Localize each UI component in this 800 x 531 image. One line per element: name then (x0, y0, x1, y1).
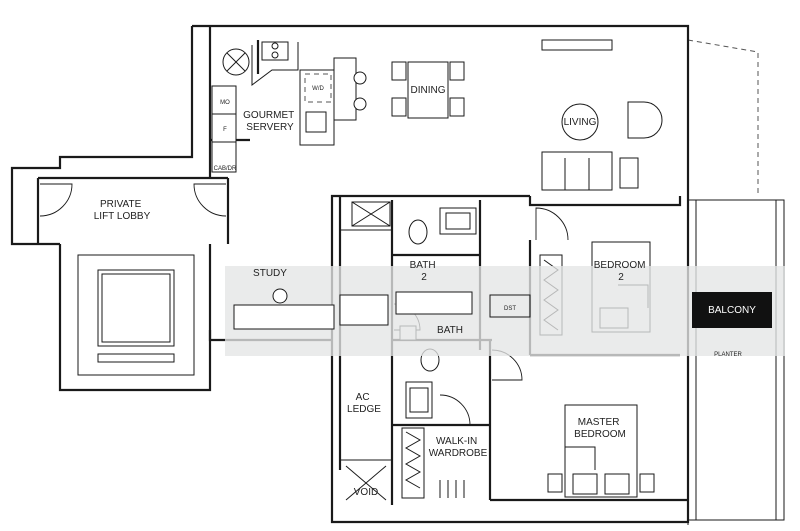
dining-chair (391, 97, 407, 117)
sofa (541, 151, 613, 191)
balcony-dashed-outline (687, 39, 759, 195)
dining-chair (449, 97, 465, 117)
bedside-table (547, 473, 563, 493)
bedside-table (639, 473, 655, 493)
dining-label: DINING (411, 85, 446, 96)
bar-stool (353, 71, 367, 85)
wardrobe-rail (401, 427, 425, 499)
private-lift-lobby-label: PRIVATE LIFT LOBBY (94, 199, 151, 222)
mo-label: MO (220, 100, 230, 106)
washer-dryer-box (304, 73, 332, 103)
bath-label: BATH (437, 325, 463, 336)
bedroom-2-label: BEDROOM 2 (594, 260, 648, 283)
coffee-table (561, 103, 599, 141)
dst-box (489, 294, 531, 318)
kitchen-sink-icon (261, 41, 289, 61)
cabinet-label: CAB/DR (214, 166, 237, 172)
dining-chair (449, 61, 465, 81)
living-furniture (541, 39, 663, 191)
living-label: LIVING (564, 117, 597, 128)
void-label: VOID (354, 487, 378, 498)
bar-counter (333, 57, 357, 121)
balcony-frame (687, 199, 785, 521)
walk-in-wardrobe-label: WALK-IN WARDROBE (429, 436, 488, 459)
study-desk (233, 304, 335, 330)
side-table (619, 157, 639, 189)
cabinet-box (211, 141, 237, 173)
room-labels: PRIVATE LIFT LOBBY GOURMET SERVERY DININ… (94, 85, 756, 498)
ac-ledge-fixtures (345, 465, 387, 501)
kitchen-fixtures (211, 41, 367, 173)
bath-2-fixtures (351, 201, 477, 245)
bar-stool (353, 97, 367, 111)
dining-set (391, 61, 465, 119)
bath-2-label: BATH 2 (410, 260, 439, 283)
armchair (627, 101, 663, 139)
balcony-label: BALCONY (708, 305, 756, 316)
washer-dryer-label: W/D (312, 86, 324, 92)
study-label: STUDY (253, 268, 287, 279)
island-sink-icon (305, 111, 327, 133)
bath-2-basin (445, 212, 471, 230)
ac-ledge-label: AC LEDGE (347, 392, 381, 415)
master-bath-basin (409, 387, 429, 413)
tv-console (541, 39, 613, 51)
bath-vanity (395, 291, 473, 315)
study-furniture (233, 288, 531, 330)
outer-walls (10, 24, 690, 524)
planter-label: PLANTER (714, 352, 742, 358)
walk-in-wardrobe-fixtures (401, 427, 465, 499)
dst-label: DST (504, 306, 516, 312)
bath-2-toilet (408, 219, 428, 245)
master-bedroom-furniture (547, 404, 655, 498)
gourmet-servery-label: GOURMET SERVERY (243, 110, 297, 133)
dining-table (407, 61, 449, 119)
study-shelf (339, 294, 389, 326)
lift (97, 269, 175, 363)
master-pillow (604, 473, 630, 495)
dining-chair (391, 61, 407, 81)
balcony-highlight (692, 292, 772, 328)
study-chair (272, 288, 288, 304)
master-pillow (572, 473, 598, 495)
master-bedroom-label: MASTER BEDROOM (574, 417, 626, 440)
fridge-label: F (223, 127, 227, 133)
